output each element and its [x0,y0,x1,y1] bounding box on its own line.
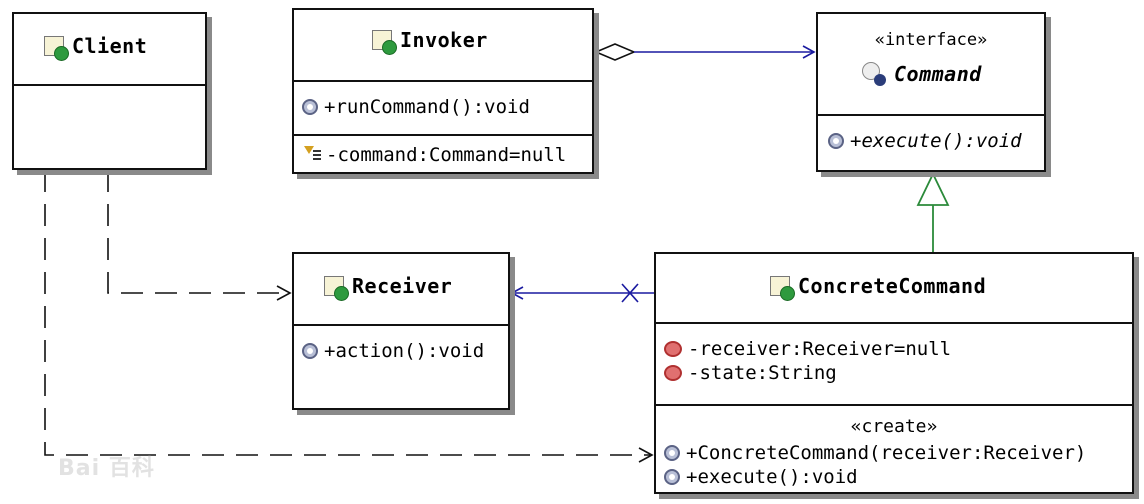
class-receiver[interactable]: Receiver +action():void [292,252,510,410]
attributes-compartment [14,84,205,168]
operations-compartment: +runCommand():void [294,80,592,134]
aggregation-invoker-command [593,43,816,61]
class-icon [770,276,795,301]
class-name: Client [72,34,148,58]
class-header: Receiver [294,254,508,324]
class-icon [44,36,69,61]
class-name: Receiver [352,274,453,298]
class-header: Invoker [294,10,592,80]
class-icon [372,30,397,55]
class-name: ConcreteCommand [798,274,987,298]
operations-compartment: +execute():void [818,114,1044,170]
public-operation-icon [664,469,680,485]
operation-constructor: +ConcreteCommand(receiver:Receiver) [664,442,1086,464]
attribute-command: -command:Command=null [302,144,566,166]
class-client[interactable]: Client [12,12,207,170]
attribute-state: -state:String [664,362,837,384]
create-stereotype: «create» [850,416,938,437]
association-concretecommand-receiver [510,283,654,303]
realization-concretecommand-command [916,171,950,252]
operation-execute: +execute():void [828,130,1022,152]
interface-command[interactable]: «interface» Command +execute():void [816,12,1046,172]
class-concretecommand[interactable]: ConcreteCommand -receiver:Receiver=null … [654,252,1134,494]
private-attribute-icon [664,365,682,381]
field-icon [302,146,322,164]
public-operation-icon [302,343,318,359]
class-header: «interface» Command [818,14,1044,114]
public-operation-icon [664,445,680,461]
watermark: Bai 百科 [58,456,155,481]
attribute-receiver: -receiver:Receiver=null [664,338,951,360]
operations-compartment: +action():void [294,324,508,408]
public-operation-icon [828,133,844,149]
class-header: Client [14,14,205,84]
dependency-client-receiver [107,170,292,301]
attributes-compartment: -receiver:Receiver=null -state:String [656,322,1132,404]
class-icon [324,276,349,301]
class-name: Invoker [400,28,488,52]
operations-compartment: «create» +ConcreteCommand(receiver:Recei… [656,404,1132,492]
interface-name: Command [894,62,982,86]
dependency-client-concretecommand [44,170,654,463]
private-attribute-icon [664,341,682,357]
class-invoker[interactable]: Invoker +runCommand():void -command:Comm… [292,8,594,174]
operation-action: +action():void [302,340,484,362]
stereotype-label: «interface» [874,30,988,50]
operation-execute: +execute():void [664,466,858,488]
aggregation-diamond [593,43,637,61]
interface-icon [862,62,886,86]
public-operation-icon [302,99,318,115]
realization-triangle [916,171,950,206]
navigability-cross [621,283,639,303]
class-header: ConcreteCommand [656,254,1132,322]
operation-runcommand: +runCommand():void [302,96,530,118]
attributes-compartment: -command:Command=null [294,134,592,172]
